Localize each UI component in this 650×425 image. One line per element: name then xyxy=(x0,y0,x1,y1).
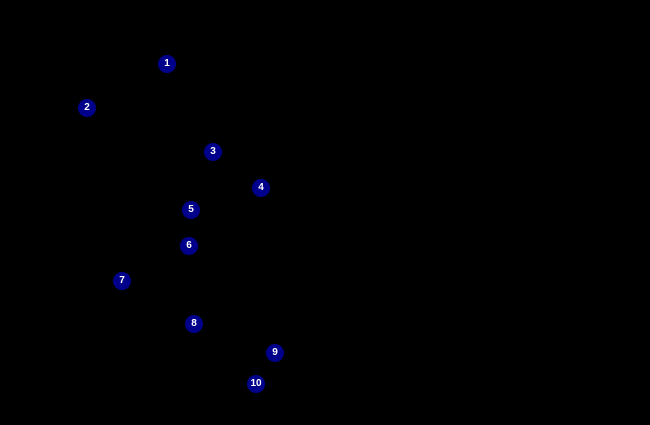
numbered-marker-8[interactable]: 8 xyxy=(185,315,203,333)
numbered-marker-6[interactable]: 6 xyxy=(180,237,198,255)
numbered-marker-1[interactable]: 1 xyxy=(158,55,176,73)
numbered-marker-10[interactable]: 10 xyxy=(247,375,265,393)
numbered-marker-2[interactable]: 2 xyxy=(78,99,96,117)
numbered-marker-4[interactable]: 4 xyxy=(252,179,270,197)
numbered-marker-5[interactable]: 5 xyxy=(182,201,200,219)
numbered-marker-3[interactable]: 3 xyxy=(204,143,222,161)
numbered-marker-7[interactable]: 7 xyxy=(113,272,131,290)
numbered-marker-9[interactable]: 9 xyxy=(266,344,284,362)
